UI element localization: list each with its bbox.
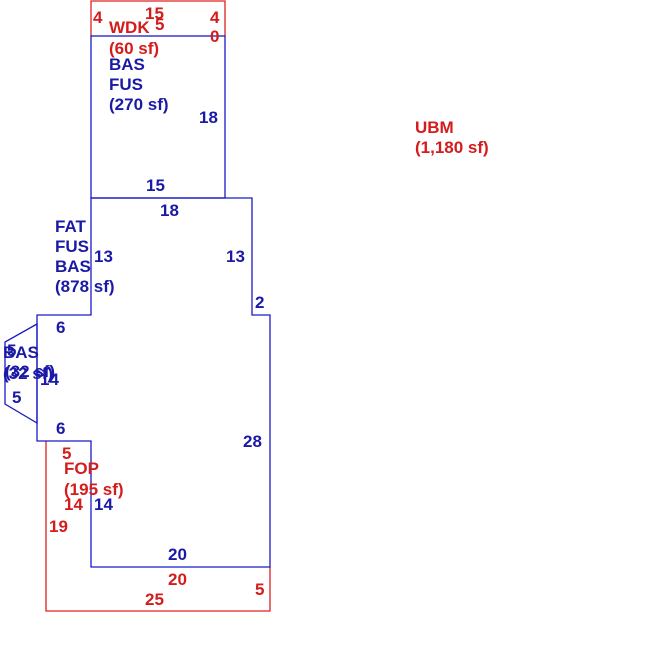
dim-fop-bottom: 25	[145, 590, 164, 609]
area-label-bay: BAS (32 sf)	[3, 343, 53, 383]
dim-fop-right: 5	[255, 580, 264, 599]
dim-bay-top: 6	[56, 318, 65, 337]
dim-wdk-top: 15	[145, 4, 164, 23]
dim-bay-side-b: 5	[12, 388, 21, 407]
area-label-upper: BAS FUS (270 sf)	[109, 55, 169, 114]
dim-fop-top: 5	[62, 444, 71, 463]
dim-lower-inner: 14	[94, 495, 113, 514]
area-label-ubm: UBM (1,180 sf)	[415, 118, 489, 157]
dim-fop-left-inner: 14	[64, 495, 83, 514]
dim-fop-left: 19	[49, 517, 68, 536]
dim-wdk-inner: 5	[155, 15, 164, 34]
dim-bay-bottom: 6	[56, 419, 65, 438]
main-outline	[36, 197, 271, 568]
dim-wdk-right-a: 4	[210, 8, 220, 27]
area-label-bay-overlap: 5 (32 sf)	[5, 341, 55, 381]
dim-lower-bottom: 20	[168, 545, 187, 564]
area-label-middle: FAT FUS BAS (878 sf)	[55, 217, 115, 296]
dim-middle-top: 18	[160, 201, 179, 220]
dim-bay-inner: 14	[40, 370, 59, 389]
dim-fop-bottom-inner: 20	[168, 570, 187, 589]
dim-middle-left: 13	[94, 247, 113, 266]
area-label-fop: FOP (195 sf)	[64, 459, 124, 499]
dim-wdk-left: 4	[93, 8, 103, 27]
dim-lower-right: 28	[243, 432, 262, 451]
fop-outline	[45, 441, 271, 612]
dim-upper-bottom: 15	[146, 176, 165, 195]
dim-upper-right: 18	[199, 108, 218, 127]
dim-step: 2	[255, 293, 264, 312]
dim-wdk-right-b: 0	[210, 27, 219, 46]
area-label-wdk: WDK (60 sf)	[109, 18, 159, 58]
dim-middle-right: 13	[226, 247, 245, 266]
bay-outline	[4, 322, 38, 425]
wdk-outline	[90, 0, 226, 36]
